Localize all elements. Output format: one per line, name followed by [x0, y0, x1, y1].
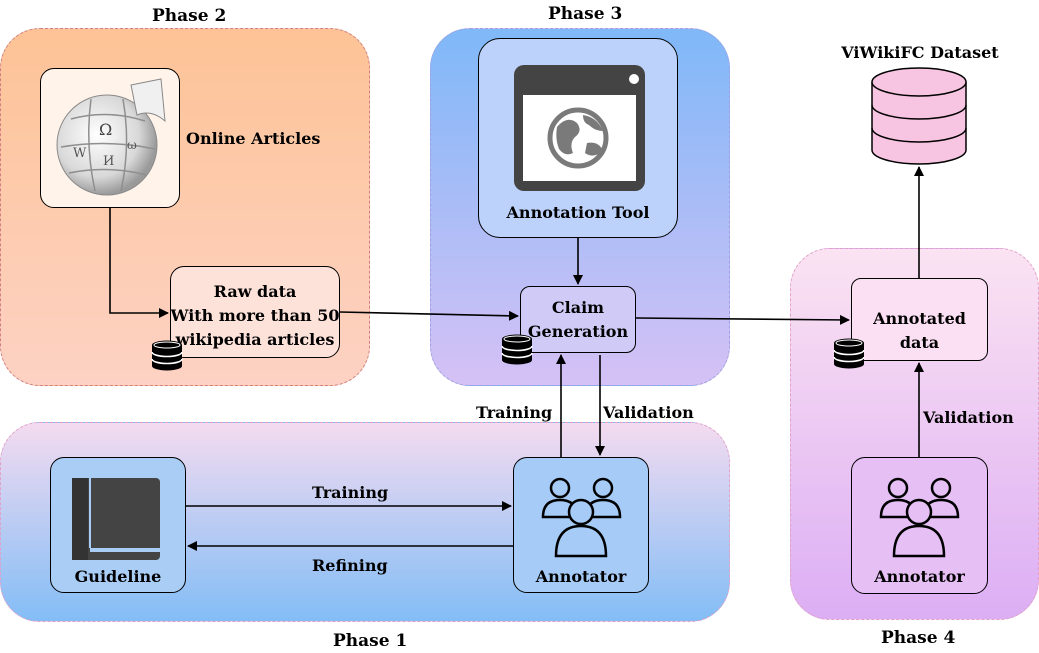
- annotator-p4-label: Annotator: [874, 567, 965, 586]
- annotated-data-label: Annotated data: [873, 309, 966, 352]
- annotator-p1-label: Annotator: [535, 567, 627, 586]
- raw-data-line-1: Raw data: [213, 282, 297, 301]
- claim-generation-label: Claim Generation: [520, 296, 636, 344]
- users-group-icon-p1: [541, 477, 622, 558]
- arrow-claim-to-annotated: [635, 314, 850, 325]
- raw-data-line-3: wikipedia articles: [175, 330, 335, 349]
- raw-data-database-icon: [151, 340, 183, 371]
- raw-data-line-2: With more than 50: [170, 306, 340, 325]
- svg-text:Ω: Ω: [99, 120, 112, 139]
- claim-line-2: Generation: [527, 322, 629, 341]
- phase-4-label: Phase 4: [881, 628, 956, 648]
- edge-label-validation-p4: Validation: [923, 408, 1014, 427]
- arrow-articles-to-raw: [109, 208, 169, 318]
- edge-label-training-right: Training: [312, 483, 389, 502]
- edge-label-training-up: Training: [476, 403, 553, 422]
- svg-text:И: И: [103, 154, 114, 169]
- annotated-data-box: [851, 278, 988, 361]
- phase-1-label: Phase 1: [333, 631, 408, 651]
- claim-database-icon: [501, 334, 533, 365]
- phase-3-label: Phase 3: [548, 4, 623, 24]
- claim-line-1: Claim: [551, 298, 605, 317]
- annotation-tool-box: [478, 38, 678, 238]
- svg-text:ω: ω: [127, 138, 137, 152]
- raw-data-box: [170, 266, 340, 358]
- annotated-data-database-icon: [833, 338, 865, 369]
- edge-label-refining: Refining: [312, 556, 388, 575]
- users-group-icon-p4: [879, 477, 960, 558]
- annotation-tool-label: Annotation Tool: [506, 203, 650, 222]
- wikipedia-logo-box: Ω W И ω: [40, 68, 180, 208]
- dataset-label: ViWikiFC Dataset: [841, 43, 999, 62]
- svg-text:W: W: [73, 146, 87, 161]
- raw-data-label: Raw data With more than 50 wikipedia art…: [170, 280, 340, 352]
- arrow-raw-to-claim: [339, 310, 519, 321]
- edge-label-validation-down: Validation: [603, 403, 694, 422]
- wikipedia-globe-icon: Ω W И ω: [56, 78, 166, 196]
- phase-2-label: Phase 2: [152, 6, 227, 26]
- guideline-label: Guideline: [74, 567, 162, 586]
- book-icon: [72, 478, 160, 560]
- browser-window-icon: [514, 65, 645, 191]
- claim-generation-box: [520, 286, 636, 353]
- dataset-database-icon: [871, 67, 967, 165]
- online-articles-label: Online Articles: [186, 129, 321, 148]
